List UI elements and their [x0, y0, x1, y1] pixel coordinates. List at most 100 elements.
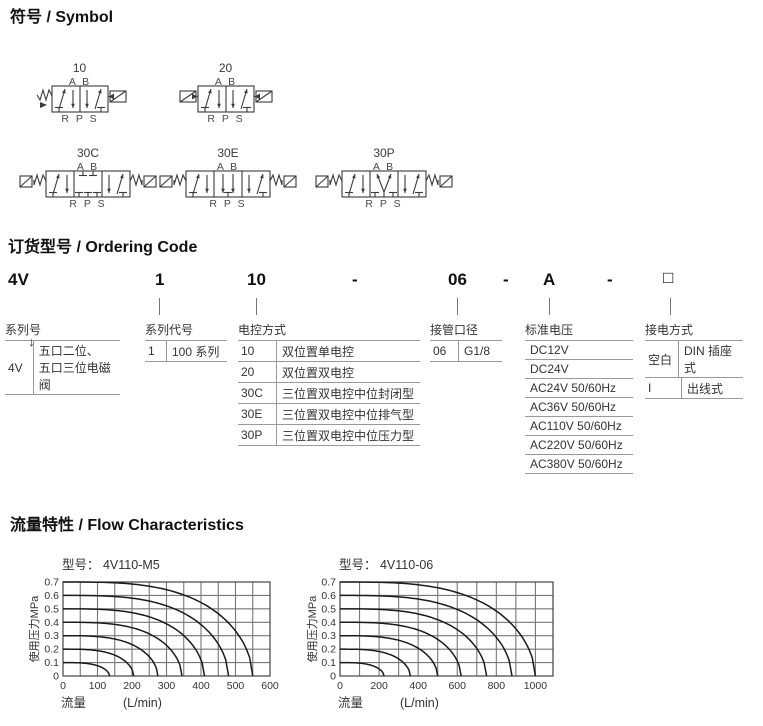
table-code-cell: 1	[145, 341, 167, 361]
table-code-cell: 30C	[238, 383, 277, 403]
table-code-cell: 10	[238, 341, 277, 361]
ordering-rows-0: 4V↓五口二位、 五口三位电磁阀	[5, 334, 120, 395]
valve-10-ports-top: A B	[68, 76, 90, 88]
chart-text: 0	[337, 680, 343, 692]
table-row: DC12V	[525, 341, 633, 360]
code-segment-connection: □	[663, 268, 674, 287]
table-label-connection: 接电方式	[645, 323, 694, 337]
section-title-symbol: 符号 / Symbol	[10, 9, 114, 26]
table-desc-cell: AC24V 50/60Hz	[530, 381, 617, 395]
chart-text: 0.6	[44, 590, 59, 602]
ordering-table-series: 系列号 4V↓五口二位、 五口三位电磁阀	[5, 322, 120, 395]
connector-tick	[457, 298, 458, 315]
code-segment-series-code: 1	[155, 270, 165, 289]
table-row: AC110V 50/60Hz	[525, 417, 633, 436]
chart-text: 0.2	[44, 644, 59, 656]
valve-symbol-20: 20 A B R P S	[158, 60, 293, 129]
chart-text: 流量	[338, 696, 363, 710]
chart-text: 600	[261, 680, 279, 692]
connector-tick	[256, 298, 257, 315]
flow-curve	[63, 581, 254, 677]
chart-text: 0.1	[44, 657, 59, 669]
valve-30P-ports-top: A B	[373, 161, 395, 173]
valve-symbol-30P: 30P A B R P S	[308, 145, 460, 214]
chart-text: 0.7	[321, 577, 336, 589]
ordering-table-port-size: 接管口径 06 G1/8	[430, 322, 502, 362]
table-desc-cell: G1/8	[464, 344, 491, 358]
table-row: I 出线式	[645, 378, 743, 399]
valve-20-ports-bottom: R P S	[207, 113, 244, 124]
chart-text: 流量	[61, 696, 86, 710]
chart-text: 0.5	[44, 603, 59, 615]
table-desc-cell: AC110V 50/60Hz	[530, 419, 622, 433]
table-desc-cell: AC220V 50/60Hz	[530, 438, 623, 452]
chart-text: 使用压力MPa	[28, 595, 41, 662]
chart-text: 0	[53, 671, 59, 683]
table-desc-cell: DIN 插座式	[684, 344, 733, 375]
chart-text: 600	[448, 680, 466, 692]
table-code-cell: 06	[430, 341, 459, 361]
table-row: AC36V 50/60Hz	[525, 398, 633, 417]
chart-text: 0	[330, 671, 336, 683]
chart-text: 400	[192, 680, 210, 692]
table-code-cell: 空白	[645, 341, 679, 377]
connector-tick	[670, 298, 671, 315]
ordering-rows-3: 06 G1/8	[430, 340, 502, 362]
chart-text: 200	[123, 680, 141, 692]
table-code-cell: I	[645, 378, 682, 398]
valve-30P-label: 30P	[373, 146, 395, 160]
table-desc-cell: DC24V	[530, 362, 569, 376]
section-title-ordering: 订货型号 / Ordering Code	[8, 239, 198, 256]
flow-curve	[63, 661, 111, 677]
chart-text: 0.1	[321, 657, 336, 669]
code-segment-dash-1: -	[352, 270, 358, 289]
table-label-control-type: 电控方式	[238, 323, 287, 337]
chart-text: (L/min)	[123, 696, 162, 710]
chart-text: 0.3	[44, 630, 59, 642]
table-desc-cell: 三位置双电控中位压力型	[282, 428, 415, 443]
code-segment-series: 4V	[8, 270, 29, 289]
section-title-flow: 流量特性 / Flow Characteristics	[10, 517, 244, 534]
chart-text: 型号： 4V110-06	[339, 558, 433, 572]
flow-curve	[63, 648, 135, 677]
table-desc-cell: 三位置双电控中位排气型	[282, 407, 415, 422]
connector-tick	[159, 298, 160, 315]
flow-curve	[63, 634, 159, 677]
chart-text: 400	[409, 680, 427, 692]
flow-curve	[340, 581, 537, 677]
table-row: DC24V	[525, 360, 633, 379]
chart-text: 0.6	[321, 590, 336, 602]
table-desc-cell: DC12V	[530, 343, 569, 357]
flow-curve	[63, 594, 230, 677]
table-row: 4V↓五口二位、 五口三位电磁阀	[5, 334, 120, 395]
chart-text: 0.7	[44, 577, 59, 589]
chart-text: 0	[60, 680, 66, 692]
chart-text: (L/min)	[400, 696, 439, 710]
chart-text: 0.3	[321, 630, 336, 642]
valve-symbol-30C: 30C A B R P S	[12, 145, 164, 214]
table-desc-cell: AC36V 50/60Hz	[530, 400, 617, 414]
table-code-cell: 4V↓	[5, 334, 35, 394]
flow-curve	[340, 661, 385, 677]
code-segment-dash-3: -	[607, 270, 613, 289]
chart-text: 300	[158, 680, 176, 692]
valve-30C-ports-top: A B	[77, 161, 99, 173]
connector-tick	[549, 298, 550, 315]
table-label-series-code: 系列代号	[145, 323, 194, 337]
valve-10-ports-bottom: R P S	[61, 113, 98, 124]
table-desc-cell: 出线式	[687, 381, 724, 396]
table-label-port-size: 接管口径	[430, 323, 479, 337]
chart-text: 200	[370, 680, 388, 692]
valve-10-schematic-icon: A B R P S	[36, 76, 127, 125]
